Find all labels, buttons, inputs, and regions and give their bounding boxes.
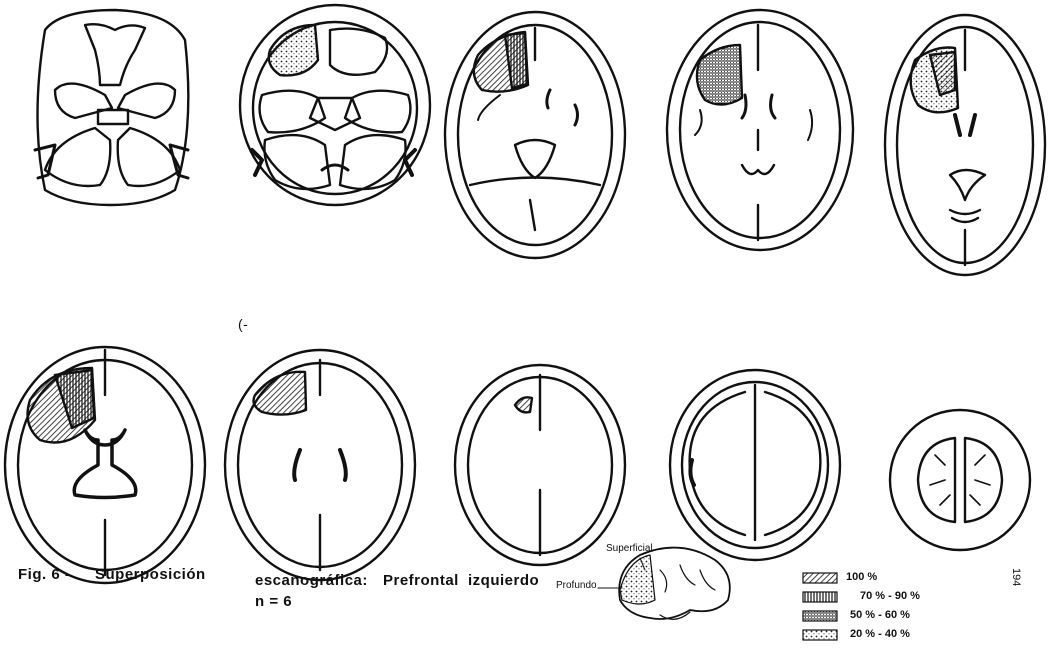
scan-lateral-ventricles <box>5 347 205 583</box>
scan-ventricle-upper <box>667 10 853 250</box>
scan-frontal-basal <box>445 12 625 258</box>
label-superficial: Superficial <box>606 543 653 554</box>
legend-label-50-60: 50 % - 60 % <box>850 609 910 621</box>
legend-label-100: 100 % <box>846 571 877 583</box>
legend-swatch-vertical <box>803 592 837 602</box>
scan-upper-cortex <box>455 365 625 565</box>
scan-ventricle-high <box>885 15 1045 275</box>
stray-mark: (- <box>238 316 248 332</box>
legend-swatch-dense <box>803 611 837 621</box>
scan-centrum-semiovale <box>225 350 415 580</box>
legend-swatch-hatch <box>803 573 837 583</box>
scan-skull-base <box>35 10 188 205</box>
caption-title-part1: Superposición <box>95 566 206 583</box>
legend-label-20-40: 20 % - 40 % <box>850 628 910 640</box>
label-profundo: Profundo <box>556 580 597 591</box>
scan-vertex-lower <box>670 370 840 560</box>
legend-label-70-90: 70 % - 90 % <box>860 590 920 602</box>
caption-title-part4: izquierdo <box>468 572 539 589</box>
caption-title-part2: escanográfica: <box>255 572 368 589</box>
scan-orbital <box>240 5 430 205</box>
legend-swatch-dots <box>803 630 837 640</box>
page-number: 194 <box>1010 568 1022 586</box>
figure-label: Fig. 6 - <box>18 566 70 583</box>
caption-title-part3: Prefrontal <box>383 572 459 589</box>
scan-vertex-top <box>890 410 1030 550</box>
caption-sample-size: n = 6 <box>255 593 292 610</box>
legend-swatches <box>803 573 837 640</box>
brain-lateral-diagram <box>598 548 730 620</box>
